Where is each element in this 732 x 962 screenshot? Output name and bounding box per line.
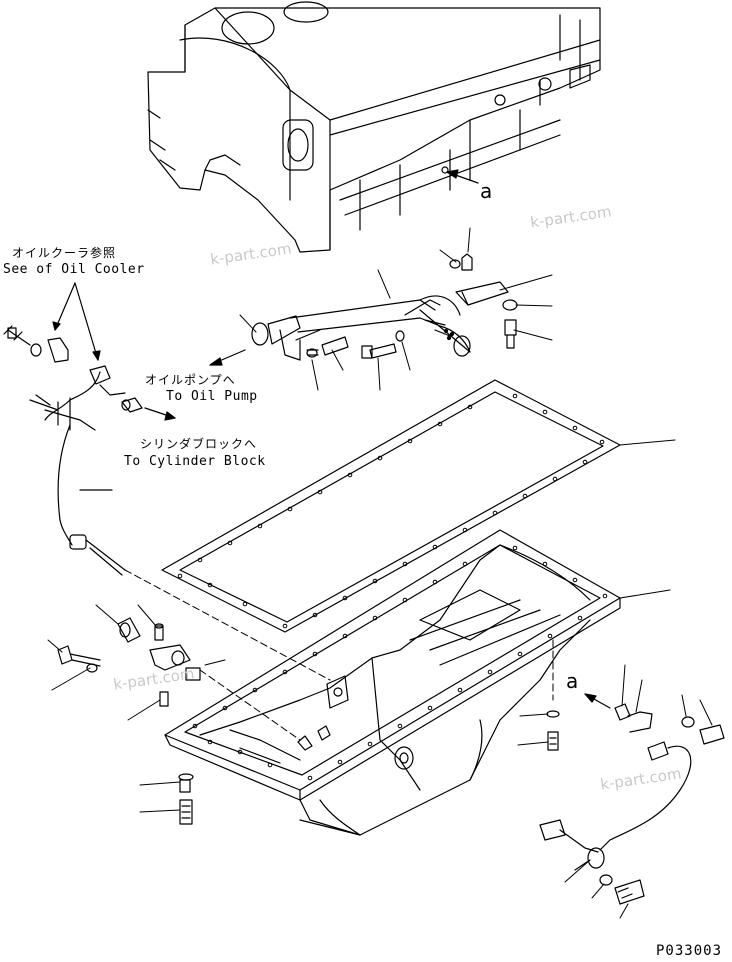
cylinder-block-label-en: To Cylinder Block xyxy=(124,454,266,469)
cylinder-block-label-jp: シリンダブロックへ xyxy=(140,437,258,451)
oil-cooler-label-en: See of Oil Cooler xyxy=(3,262,145,277)
oil-pump-label-en: To Oil Pump xyxy=(166,389,258,404)
oil-cooler-label-jp: オイルクーラ参照 xyxy=(12,246,117,260)
gasket-bolt-holes xyxy=(177,393,605,629)
oil-pan-gasket xyxy=(161,379,621,633)
oil-pump-label-jp: オイルポンプへ xyxy=(145,373,236,387)
assembly-dashed-lines xyxy=(124,569,554,741)
ref-a-bottom-arrow xyxy=(584,693,611,709)
left-lower-fittings xyxy=(57,617,201,825)
adapter-sleeve xyxy=(121,397,143,413)
oil-pan xyxy=(164,529,621,836)
ref-a-top-arrow xyxy=(446,169,479,184)
to-cylinder-block-arrow xyxy=(144,407,176,421)
oil-cooler-arrows xyxy=(52,282,101,361)
suction-tube xyxy=(251,253,518,361)
callout-leaders xyxy=(47,227,713,919)
ref-a-bottom: a xyxy=(566,669,579,693)
oil-pressure-sensor-assembly xyxy=(3,325,126,576)
oil-level-sensor-assembly xyxy=(539,703,725,905)
cylinder-block xyxy=(147,1,601,253)
drawing-code: P033003 xyxy=(656,943,723,959)
ref-a-top: a xyxy=(480,179,493,203)
to-oil-pump-arrow xyxy=(209,349,246,366)
pan-flange-holes xyxy=(192,545,608,781)
